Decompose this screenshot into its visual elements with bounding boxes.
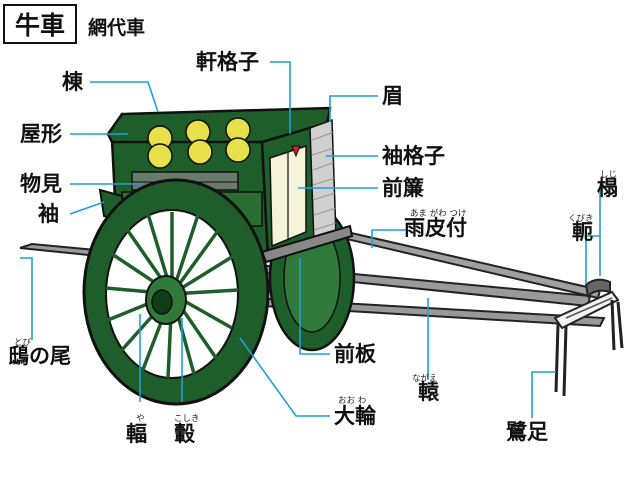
ruby-amakawa: あま がわ つけ xyxy=(410,209,467,219)
label-tobinoo: 鴟の尾 xyxy=(8,344,71,368)
ruby-shiji: しじ xyxy=(600,170,618,180)
label-ya: 輻 xyxy=(126,422,147,446)
leader-lines xyxy=(20,61,601,418)
ruby-owa: おお わ xyxy=(338,396,367,406)
label-sodegoshi: 袖格子 xyxy=(382,144,445,168)
roof-crests xyxy=(147,117,251,169)
label-noki: 軒格子 xyxy=(196,50,259,74)
label-maesudare: 前簾 xyxy=(382,176,424,200)
ruby-nagae: ながえ xyxy=(412,374,438,384)
label-mayu: 眉 xyxy=(382,84,403,108)
stand xyxy=(553,278,624,397)
label-sagiashi: 鷺足 xyxy=(506,420,548,444)
label-monomi: 物見 xyxy=(20,172,62,196)
label-owa: 大輪 xyxy=(334,404,376,428)
label-koshiki: 轂 xyxy=(174,422,195,446)
ruby-kubiki: くびき xyxy=(568,214,594,224)
ruby-koshiki: こしき xyxy=(174,414,200,424)
label-kubiki: 軛 xyxy=(572,220,593,244)
label-sode: 袖 xyxy=(38,202,59,226)
label-yakata: 屋形 xyxy=(20,122,62,146)
page-title: 牛車 xyxy=(14,11,65,40)
label-shiji: 榻 xyxy=(597,176,618,200)
label-amakawa: 雨皮付 xyxy=(404,216,467,240)
label-mune: 棟 xyxy=(62,70,83,94)
label-maeita: 前板 xyxy=(334,342,376,366)
label-nagae: 轅 xyxy=(418,380,439,404)
title-box: 牛車 xyxy=(3,4,77,44)
page-subtitle: 網代車 xyxy=(88,17,146,39)
ruby-tobinoo: とび xyxy=(14,338,32,348)
near-wheel xyxy=(82,178,270,406)
ruby-ya: や xyxy=(136,414,145,424)
